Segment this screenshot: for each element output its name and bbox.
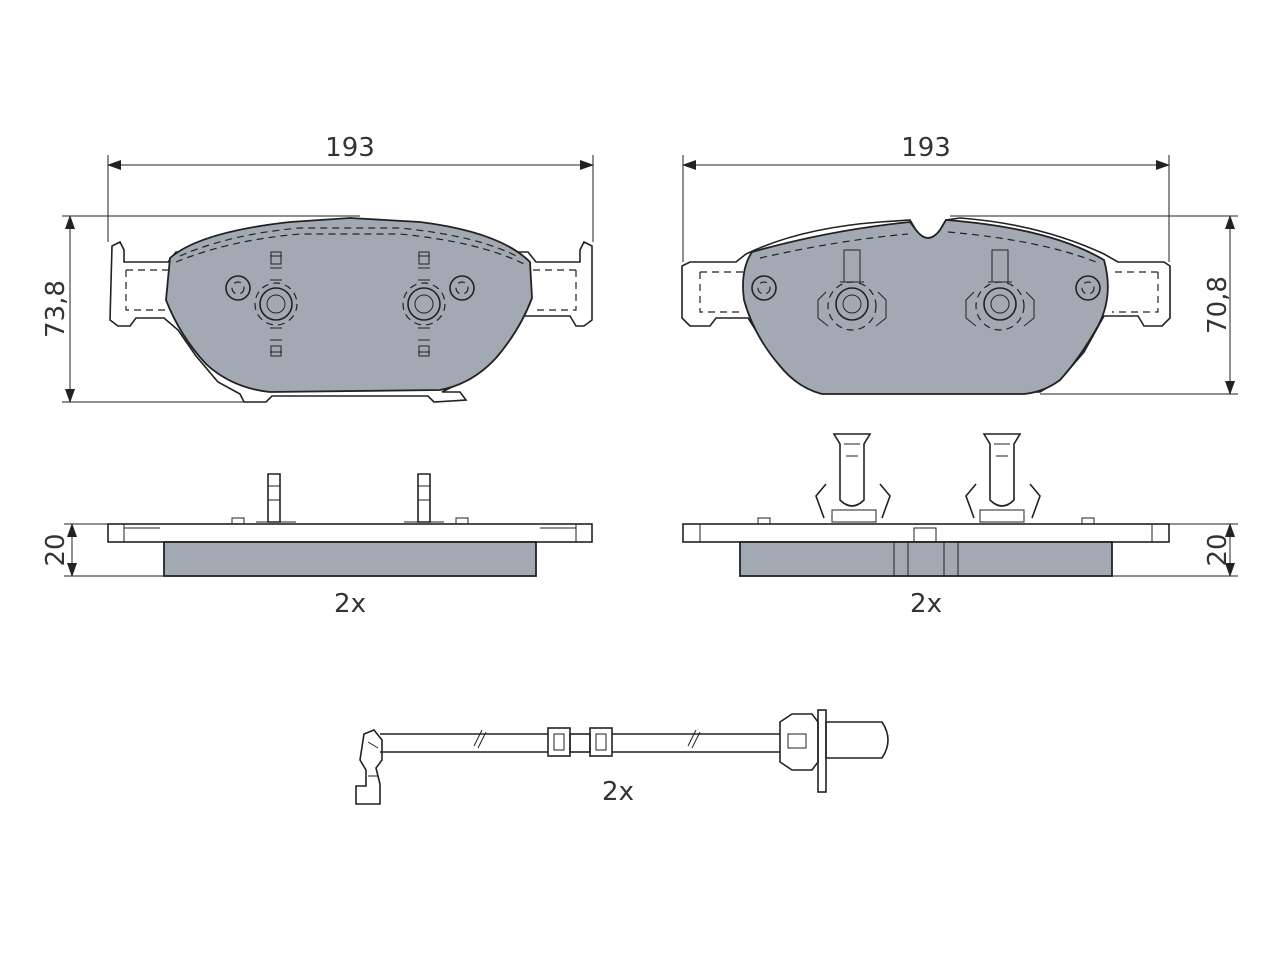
left-pad-front-view <box>109 217 593 403</box>
right-thickness-dimension: 20 <box>1112 523 1238 577</box>
left-width-dimension: 193 <box>107 133 594 242</box>
wear-sensor-quantity: 2x <box>602 777 634 807</box>
left-thickness-label: 20 <box>41 533 71 566</box>
wear-sensor-cable <box>355 709 889 805</box>
right-height-label: 70,8 <box>1203 276 1233 334</box>
left-thickness-dimension: 20 <box>41 523 164 577</box>
left-height-dimension: 73,8 <box>41 215 360 403</box>
left-pad-quantity: 2x <box>334 589 366 619</box>
right-pad-side-view <box>682 433 1170 577</box>
right-thickness-label: 20 <box>1203 533 1233 566</box>
right-width-label: 193 <box>901 133 951 163</box>
right-pad-quantity: 2x <box>910 589 942 619</box>
right-width-dimension: 193 <box>682 133 1170 262</box>
right-pad-front-view <box>681 217 1171 395</box>
right-height-dimension: 70,8 <box>950 215 1238 395</box>
left-width-label: 193 <box>325 133 375 163</box>
left-height-label: 73,8 <box>41 280 71 338</box>
left-pad-side-view <box>107 473 593 577</box>
